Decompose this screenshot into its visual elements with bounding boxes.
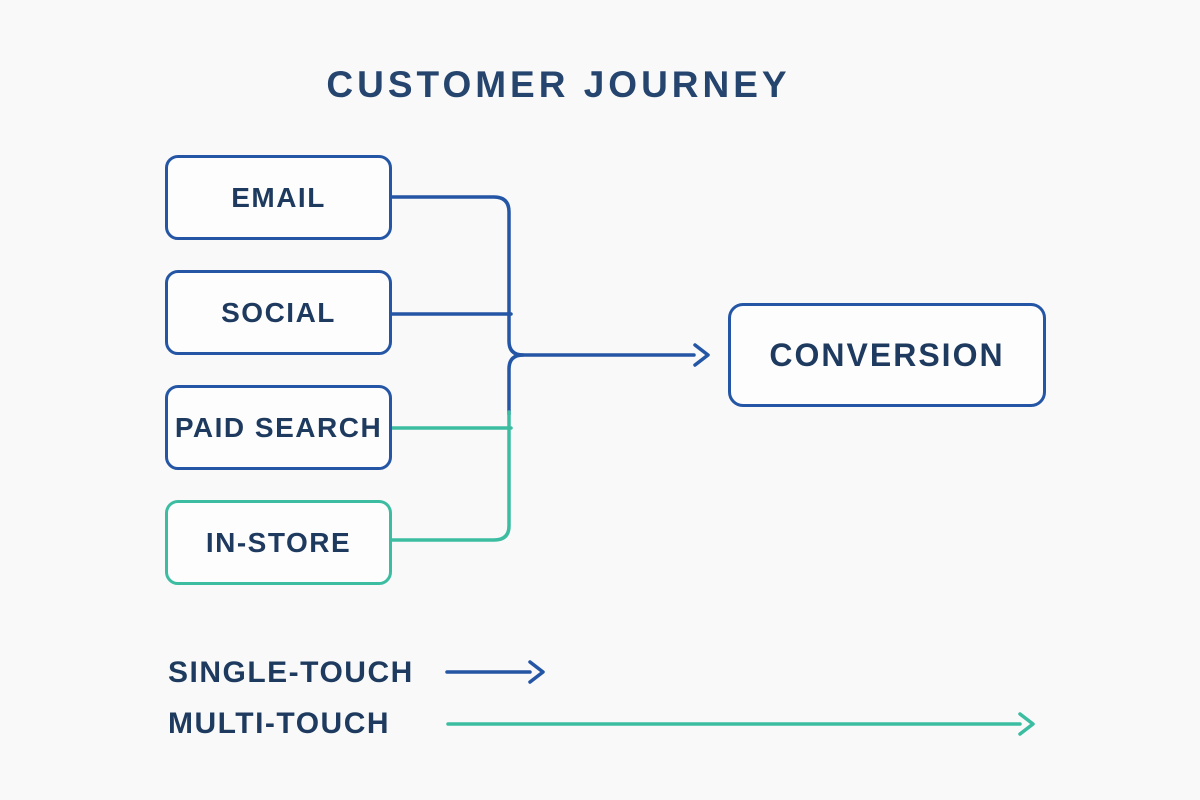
diagram-title: CUSTOMER JOURNEY (326, 64, 791, 105)
legend-label-single-touch: SINGLE-TOUCH (168, 656, 414, 689)
channel-label-in-store: IN-STORE (205, 526, 352, 558)
channel-box-in-store: IN-STORE (165, 500, 392, 585)
merge-spine-blue (507, 353, 525, 416)
channel-box-email: EMAIL (165, 155, 392, 240)
channel-label-paid-search: PAID SEARCH (174, 411, 383, 443)
conversion-label: CONVERSION (769, 336, 1005, 373)
in-store-connector-line (390, 410, 511, 542)
legend-label-multi-touch: MULTI-TOUCH (168, 707, 391, 740)
conversion-arrowhead-icon (693, 343, 710, 367)
email-connector-line (390, 195, 696, 357)
channel-label-email: EMAIL (231, 181, 326, 213)
channel-label-social: SOCIAL (221, 296, 336, 328)
conversion-box: CONVERSION (728, 303, 1046, 407)
channel-box-social: SOCIAL (165, 270, 392, 355)
single-touch-arrowhead-icon (528, 660, 545, 684)
channel-box-paid-search: PAID SEARCH (165, 385, 392, 470)
multi-touch-arrowhead-icon (1018, 712, 1035, 736)
